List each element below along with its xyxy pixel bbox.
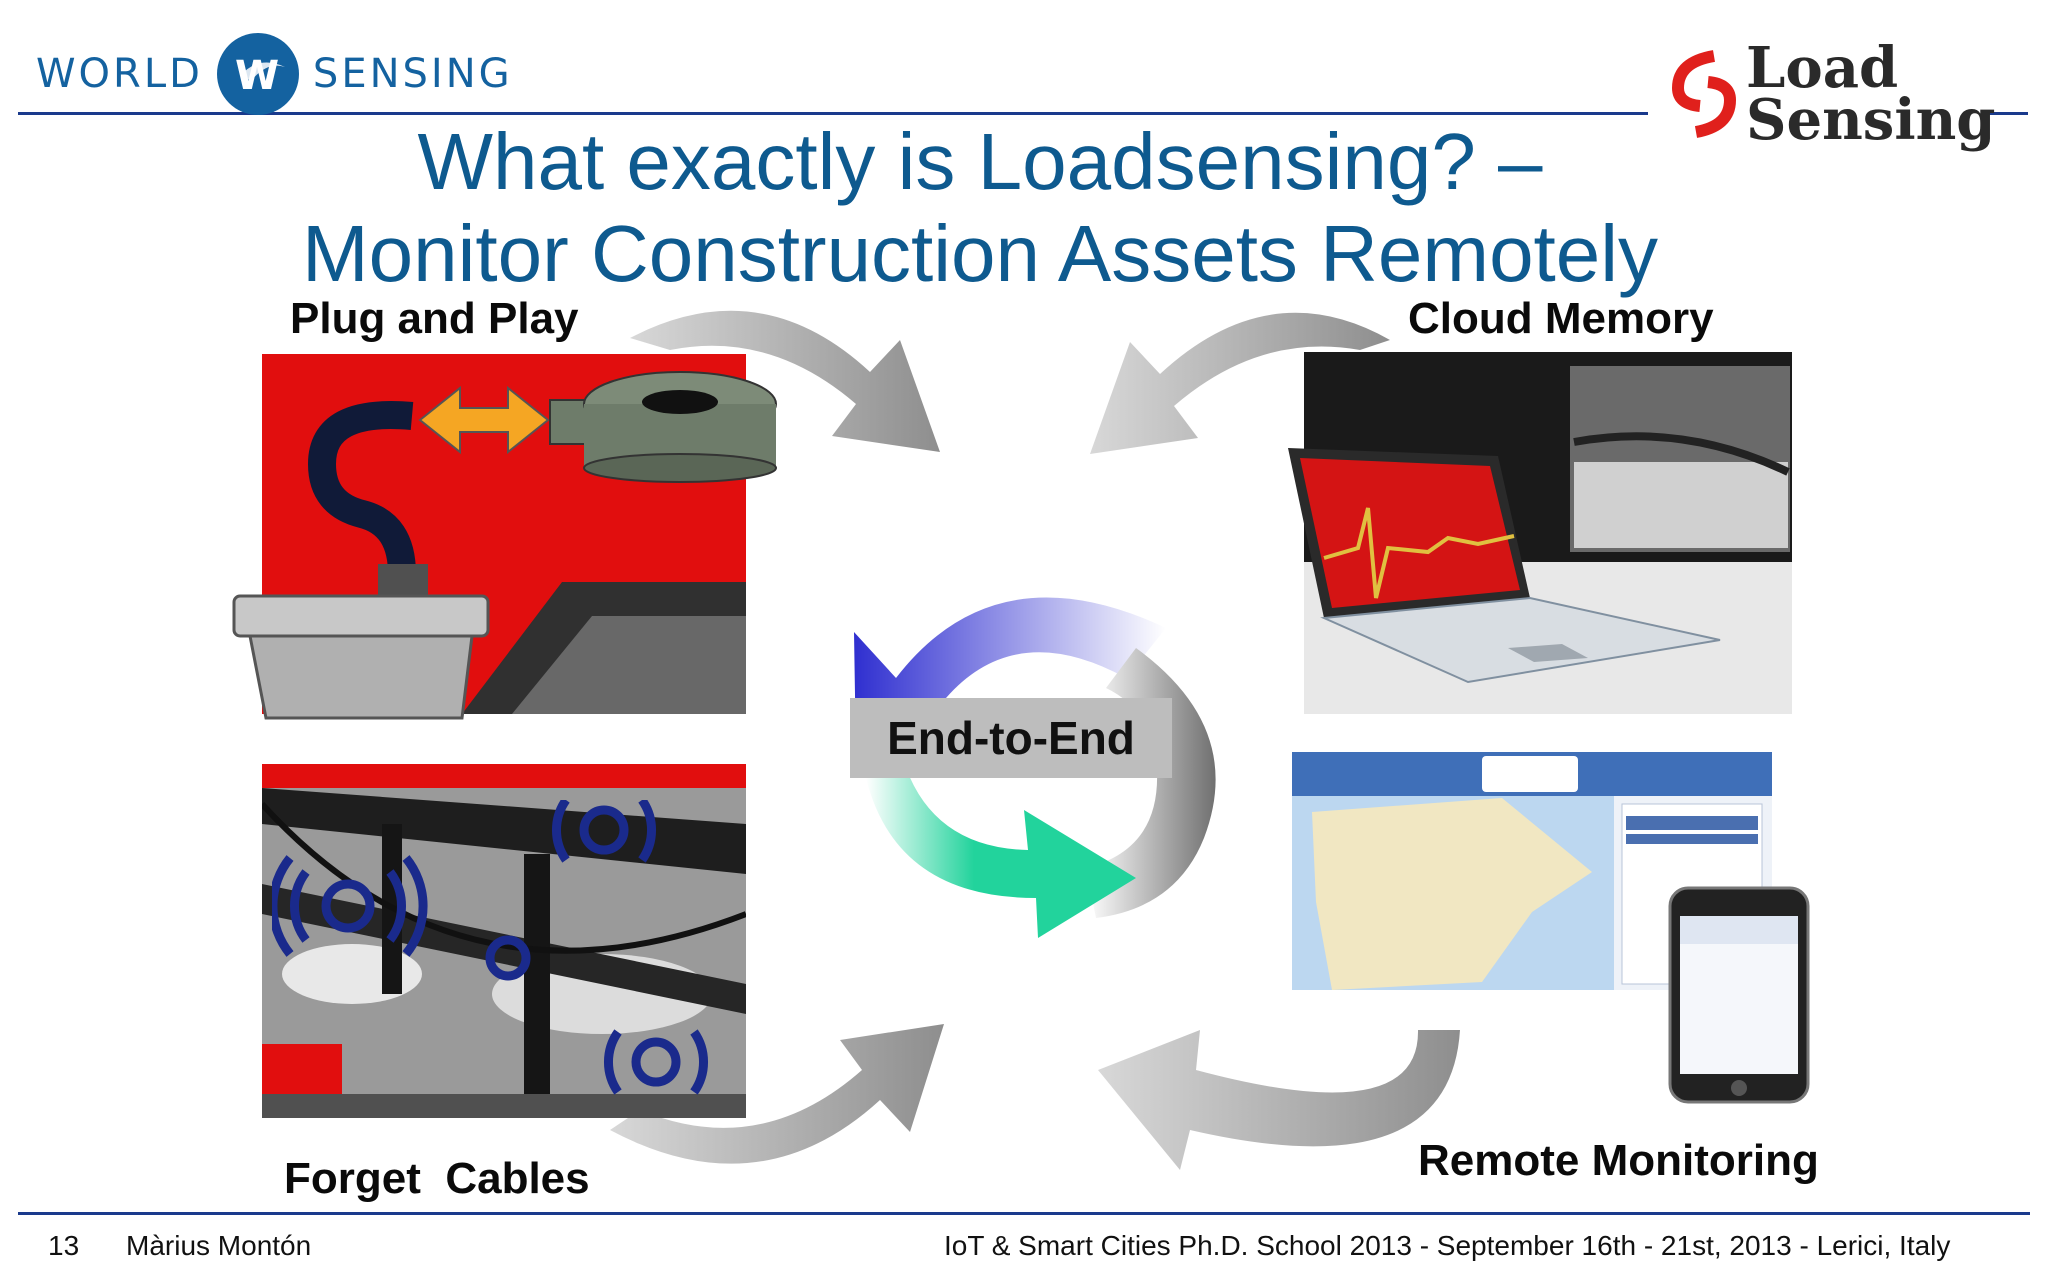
end-to-end-label-box: End-to-End [850, 698, 1172, 778]
title-line-2: Monitor Construction Assets Remotely [301, 209, 1659, 298]
page-title: What exactly is Loadsensing? – Monitor C… [200, 116, 1760, 300]
plug-diagram [307, 401, 746, 714]
loadsensing-line2: Sensing [1746, 87, 1996, 153]
end-to-end-label: End-to-End [887, 712, 1135, 764]
bridge-scene [262, 764, 746, 1118]
loadsensing-logo: Load Sensing [1664, 40, 2004, 160]
arrow-top-left [630, 310, 940, 452]
title-line-1: What exactly is Loadsensing? – [417, 117, 1543, 206]
footer-event: IoT & Smart Cities Ph.D. School 2013 - S… [944, 1230, 1951, 1261]
header-rule-right [1988, 112, 2028, 115]
arrow-bottom-right [1098, 1030, 1460, 1170]
bidirectional-arrow-icon [418, 371, 777, 483]
wireless-signals [272, 800, 708, 1095]
quadrant-label-remote-monitoring: Remote Monitoring [1418, 1136, 1819, 1185]
footer-author: Màrius Montón [126, 1230, 312, 1261]
brand-word-sensing: SENSING [312, 51, 513, 97]
worldsensing-logo: WORLD W SENSING [36, 33, 513, 115]
smartphone-icon [1668, 886, 1810, 1104]
quadrant-label-forget-cables: Forget Cables [284, 1154, 590, 1203]
sensor-box-icon [232, 594, 490, 720]
wireless-signal-icon [272, 800, 708, 1095]
brand-badge-letter: W [235, 53, 279, 99]
header-rule [18, 112, 1648, 115]
remote-monitoring-illustration [1292, 752, 1772, 990]
footer-rule [18, 1212, 2030, 1215]
worldsensing-badge-icon: W [216, 33, 299, 115]
brand-word-world: WORLD [36, 51, 203, 97]
arrow-top-right [1090, 312, 1390, 454]
loadsensing-line1: Load [1746, 35, 1899, 101]
quadrant-label-plug-and-play: Plug and Play [290, 294, 579, 343]
loadsensing-swirl-icon [1671, 50, 1737, 138]
forget-cables-illustration [262, 764, 746, 1118]
page-number: 13 [48, 1230, 80, 1261]
arrow-bottom-left [610, 1024, 944, 1164]
laptop-icon [1288, 448, 1721, 684]
quadrant-label-cloud-memory: Cloud Memory [1408, 294, 1714, 343]
